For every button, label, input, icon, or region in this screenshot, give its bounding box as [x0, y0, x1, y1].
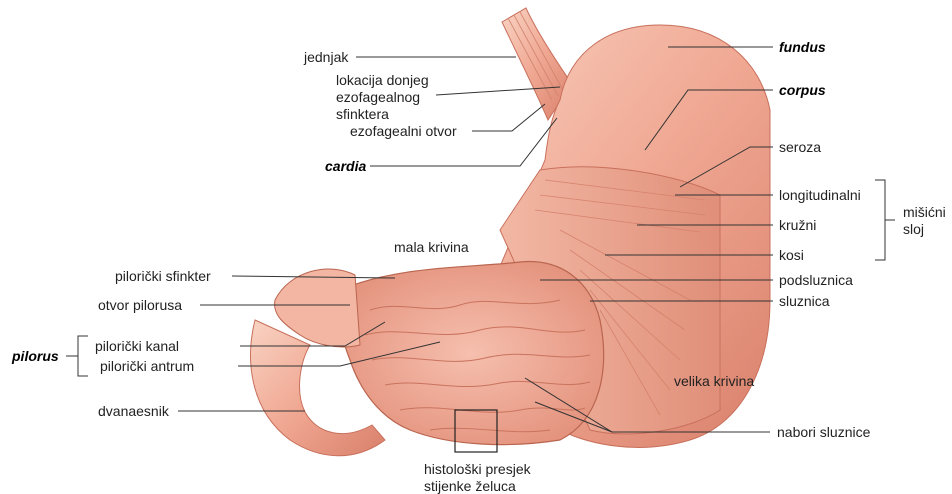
label-sluznica: sluznica [779, 293, 830, 309]
label-otvor-pilorusa: otvor pilorusa [98, 297, 182, 313]
label-velika-krivina: velika krivina [674, 373, 754, 389]
label-seroza: seroza [779, 139, 821, 155]
label-kosi: kosi [779, 247, 804, 263]
label-misicni-1: mišićni [903, 204, 946, 220]
label-lokacija-3: sfinktera [336, 106, 389, 122]
label-dvanaesnik: dvanaesnik [98, 403, 170, 419]
label-fundus: fundus [779, 39, 826, 55]
leader-ezofagealni-otvor [472, 104, 545, 131]
label-piloricki-sfinkter: pilorički sfinkter [115, 268, 211, 284]
label-histoloski-2: stijenke želuca [424, 478, 516, 494]
label-misicni-2: sloj [903, 221, 924, 237]
label-lokacija-2: ezofagealnog [336, 89, 420, 105]
label-podsluznica: podsluznica [779, 272, 853, 288]
label-histoloski-1: histološki presjek [424, 461, 532, 477]
inner-mucosa [338, 262, 604, 445]
label-piloricki-antrum: pilorički antrum [100, 358, 194, 374]
label-piloricki-kanal: pilorički kanal [95, 338, 179, 354]
label-longitudinalni: longitudinalni [779, 187, 861, 203]
label-pilorus: pilorus [11, 348, 59, 364]
label-kruzni: kružni [779, 217, 816, 233]
bracket-misicni-sloj [875, 180, 885, 260]
label-ezofagealni-otvor: ezofagealni otvor [350, 123, 457, 139]
label-mala-krivina: mala krivina [394, 239, 469, 255]
label-jednjak: jednjak [303, 49, 349, 65]
bracket-pilorus [78, 336, 88, 376]
label-cardia: cardia [325, 158, 366, 174]
label-nabori-sluznice: nabori sluznice [777, 424, 871, 440]
label-corpus: corpus [779, 82, 826, 98]
label-lokacija-1: lokacija donjeg [336, 72, 429, 88]
